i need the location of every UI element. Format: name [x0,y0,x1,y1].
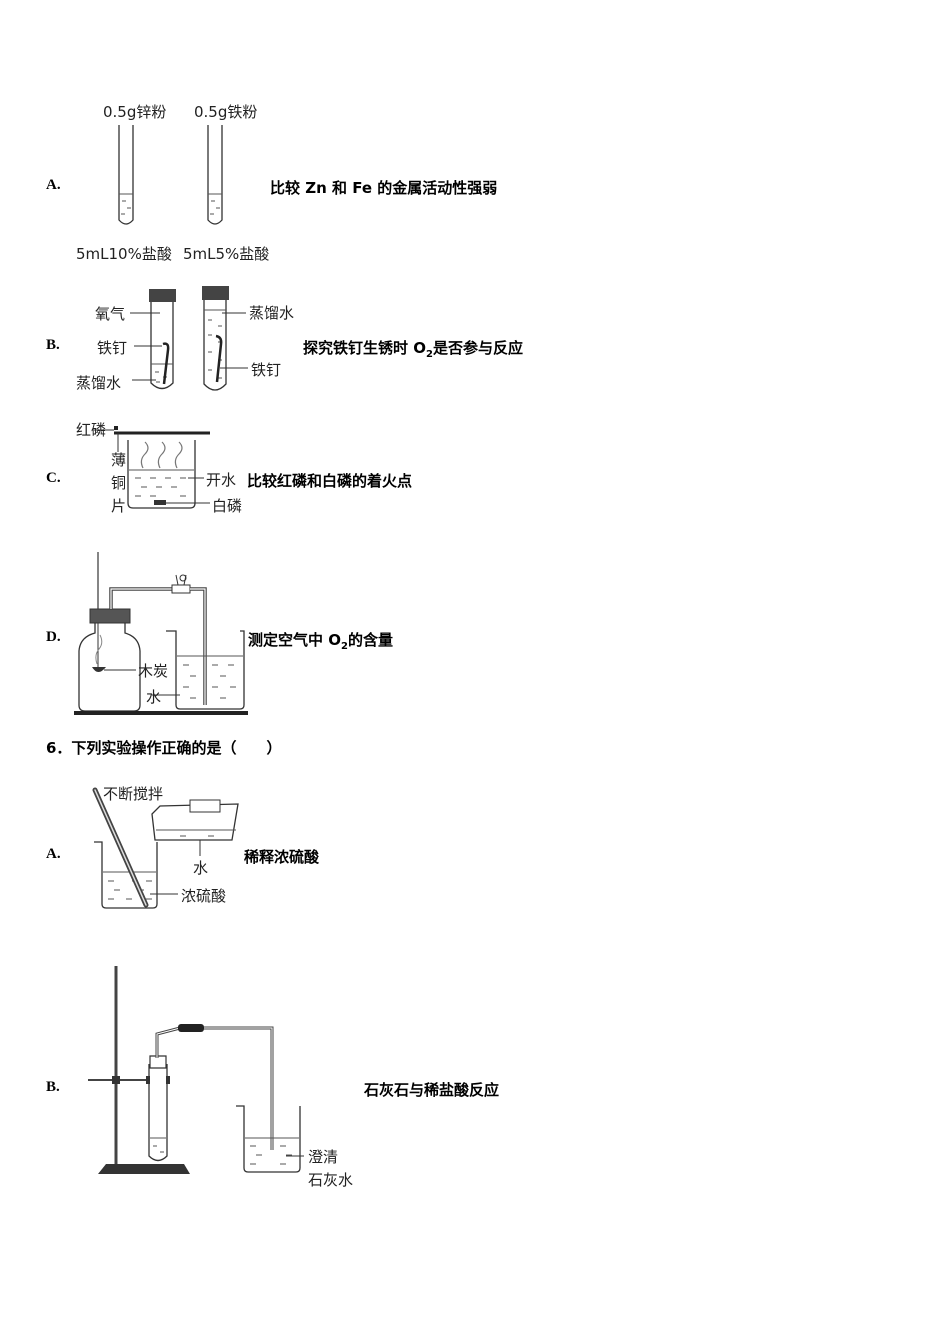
desc-5b-subscript: 2 [425,349,433,360]
label-acid-5: 5mL5%盐酸 [183,245,270,263]
label-nail-right: 铁钉 [251,361,282,379]
label-stir: 不断搅拌 [103,785,164,803]
label-iron-powder: 0.5g铁粉 [194,103,258,121]
ignition-point-figure [0,410,950,520]
dilution-figure [0,780,950,915]
label-red-phosphorus: 红磷 [76,421,107,439]
desc-5d-pre: 测定空气中 O [248,631,341,649]
option-5d-description: 测定空气中 O2的含量 [248,629,393,652]
label-water-right: 蒸馏水 [249,304,295,322]
label-acid-10: 5mL10%盐酸 [76,245,172,263]
desc-5b-post: 是否参与反应 [432,339,523,357]
oxygen-content-figure [74,545,248,715]
label-limewater-1: 澄清 [308,1148,339,1166]
option-5b-description: 探究铁钉生锈时 O2是否参与反应 [303,337,523,360]
label-plate-2: 铜 [111,474,127,492]
option-6b-description: 石灰石与稀盐酸反应 [364,1081,500,1099]
option-letter-5b: B. [46,337,60,353]
label-zinc-powder: 0.5g锌粉 [103,103,167,121]
desc-5d-subscript: 2 [340,641,348,652]
desc-5d-post: 的含量 [347,631,393,649]
test-tubes-figure [0,0,950,270]
option-letter-6b: B. [46,1079,60,1095]
label-charcoal: 木炭 [138,662,169,680]
label-conc-acid: 浓硫酸 [181,887,227,905]
option-5a-description: 比较 Zn 和 Fe 的金属活动性强弱 [270,179,498,197]
option-letter-5d: D. [46,629,61,645]
option-6a-description: 稀释浓硫酸 [244,848,320,866]
option-letter-6a: A. [46,846,61,862]
label-water-6a: 水 [193,859,209,877]
rust-tubes-figure [0,286,950,405]
label-plate-3: 片 [111,497,127,515]
label-nail-left: 铁钉 [97,339,128,357]
desc-5b-pre: 探究铁钉生锈时 O [303,339,426,357]
label-hot-water: 开水 [206,471,237,489]
question-6-stem: 6．下列实验操作正确的是（ ） [46,739,282,757]
label-white-phosphorus: 白磷 [212,497,243,515]
option-letter-5c: C. [46,470,61,486]
option-letter-5a: A. [46,177,61,193]
label-oxygen: 氧气 [95,305,126,323]
label-plate-1: 薄 [111,451,127,469]
label-limewater-2: 石灰水 [308,1171,354,1189]
label-water-left: 蒸馏水 [76,374,122,392]
option-5c-description: 比较红磷和白磷的着火点 [247,472,413,490]
limestone-reaction-figure [0,960,950,1174]
label-water-d: 水 [146,688,162,706]
